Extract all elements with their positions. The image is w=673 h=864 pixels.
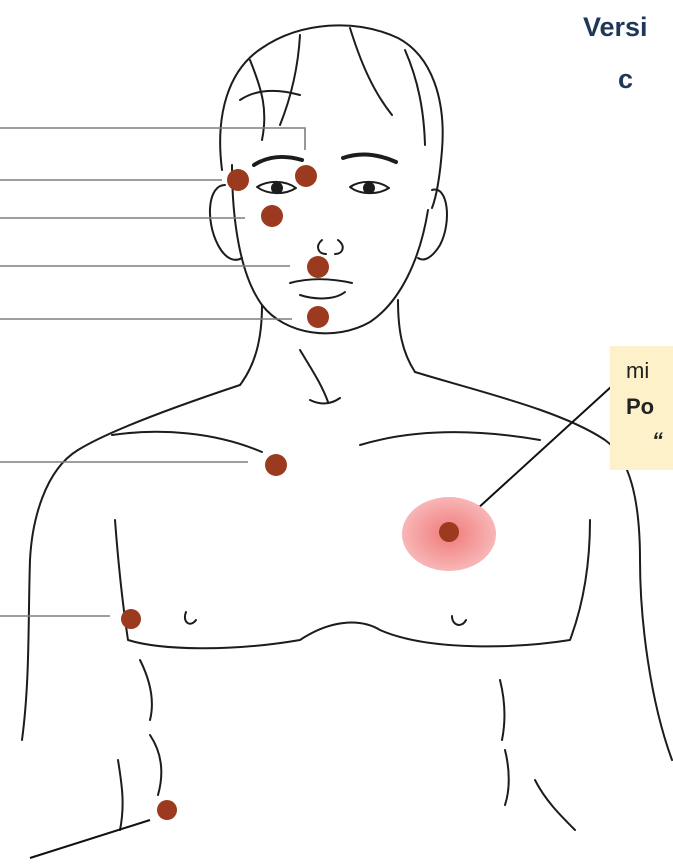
right-eyebrow	[343, 155, 396, 162]
right-pupil	[364, 183, 374, 193]
pointer-line-abdomen	[30, 820, 150, 858]
callout-line-1: mi	[626, 358, 649, 384]
chest-lines	[115, 520, 590, 648]
right-ear	[418, 190, 447, 260]
point-outer-eye	[227, 169, 249, 191]
mouth	[290, 279, 352, 298]
leader-lines	[0, 128, 305, 616]
left-pupil	[272, 183, 282, 193]
collarbones	[112, 432, 540, 452]
hair-outline	[220, 25, 442, 208]
points	[121, 165, 459, 820]
nose	[318, 240, 343, 254]
point-abdomen	[157, 800, 177, 820]
point-under-eye	[261, 205, 283, 227]
point-collarbone	[265, 454, 287, 476]
left-eyebrow	[254, 157, 302, 165]
heading-line-2: c	[618, 64, 633, 95]
point-inner-eyebrow	[295, 165, 317, 187]
point-chin	[307, 306, 329, 328]
leader-line-eyebrow	[0, 128, 305, 150]
pointer-lines	[30, 386, 612, 858]
callout-line-3: “	[652, 428, 663, 454]
abdomen-lines	[118, 660, 575, 830]
nipples	[185, 612, 466, 625]
top-mask	[0, 0, 342, 20]
point-chest	[439, 522, 459, 542]
callout-line-2: Po	[626, 394, 654, 420]
left-ear	[210, 185, 242, 260]
pointer-line-chest	[465, 386, 612, 520]
point-upper-lip	[307, 256, 329, 278]
heading-line-1: Versi	[583, 12, 648, 43]
figure-outline	[22, 25, 672, 830]
point-side	[121, 609, 141, 629]
